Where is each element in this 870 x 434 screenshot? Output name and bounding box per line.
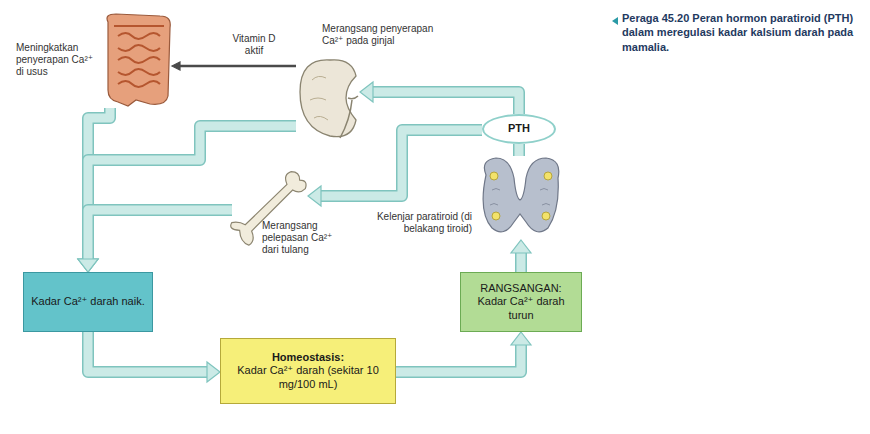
node-text: Kadar Ca²⁺ darah naik. [30, 295, 146, 308]
arrow-outline [320, 130, 482, 196]
flow-arrow [519, 144, 520, 156]
kidney-detail [310, 76, 328, 120]
parathyroid-gland [492, 212, 500, 220]
kidney-illustration [300, 60, 358, 138]
arrow-head [78, 259, 98, 272]
arrow-head [308, 186, 321, 206]
arrow-outline [515, 252, 527, 272]
arrow-shaft [88, 210, 232, 260]
flow-arrow [78, 210, 232, 272]
node-text: Meningkatkan penyerapan Ca²⁺ di usus [16, 42, 98, 78]
thyroid-outline [483, 158, 559, 232]
arrow-outline [513, 144, 525, 156]
intestine-outline [107, 14, 170, 106]
node-text: Kadar Ca²⁺ darah (sekitar 10 mg/100 mL) [227, 364, 389, 390]
arrow-head [172, 62, 180, 70]
parathyroid-illustration [483, 158, 559, 232]
arrow-head [511, 332, 531, 345]
arrow-shaft [396, 344, 521, 372]
gland-node: Kelenjar paratiroid (di belakang tiroid) [478, 156, 564, 240]
kidney-ureter [340, 96, 358, 138]
arrow-shaft [179, 65, 296, 68]
arrow-head [360, 82, 373, 102]
blood-rise-box: Kadar Ca²⁺ darah naik. [23, 272, 153, 332]
flow-arrow [396, 332, 531, 372]
arrow-shaft [320, 130, 482, 196]
node-text: Kadar Ca²⁺ darah turun [467, 295, 575, 321]
parathyroid-gland [490, 172, 498, 180]
node-text: PTH [508, 122, 530, 135]
arrow-outline [88, 332, 208, 372]
intestine-node: Meningkatkan penyerapan Ca²⁺ di usus [100, 12, 172, 108]
flow-arrow [511, 240, 531, 272]
edge-label: Vitamin D aktif [221, 33, 287, 57]
parathyroid-gland [544, 172, 552, 180]
arrow-shaft [517, 252, 526, 272]
node-text: Merangsang penyerapan Ca²⁺ pada ginjal [322, 23, 457, 47]
arrow-head [207, 362, 220, 382]
arrow-shaft [88, 332, 208, 372]
flow-arrow [172, 62, 296, 70]
flow-arrow [360, 82, 519, 114]
node-text: Merangsang pelepasan Ca²⁺ dari tulang [262, 220, 348, 256]
intestine-coils [114, 26, 164, 87]
arrow-outline [372, 92, 519, 114]
bone-node: Merangsang pelepasan Ca²⁺ dari tulang [232, 168, 308, 246]
arrow-shaft [515, 144, 524, 156]
box-heading: RANGSANGAN: [467, 282, 575, 295]
homeostasis-box: Homeostasis:Kadar Ca²⁺ darah (sekitar 10… [220, 338, 396, 404]
figure-caption: Peraga 45.20 Peran hormon paratiroid (PT… [622, 11, 862, 54]
node-text: Kelenjar paratiroid (di belakang tiroid) [366, 211, 472, 235]
flow-arrow [88, 332, 220, 382]
arrow-head [78, 259, 98, 272]
flow-arrow [308, 130, 482, 206]
parathyroid-gland [542, 212, 550, 220]
thyroid-texture [490, 189, 550, 206]
arrow-head [511, 240, 531, 253]
hormone-oval: PTH [482, 114, 556, 144]
arrow-shaft [372, 92, 519, 114]
kidney-outline [300, 60, 356, 137]
caption-pointer [612, 17, 618, 25]
arrow-head [78, 259, 98, 272]
arrow-outline [88, 210, 232, 260]
stimulus-box: RANGSANGAN:Kadar Ca²⁺ darah turun [460, 272, 582, 332]
kidney-node: Merangsang penyerapan Ca²⁺ pada ginjal [296, 56, 360, 142]
intestine-illustration [107, 14, 170, 106]
arrow-outline [396, 344, 521, 372]
box-heading: Homeostasis: [227, 351, 389, 364]
